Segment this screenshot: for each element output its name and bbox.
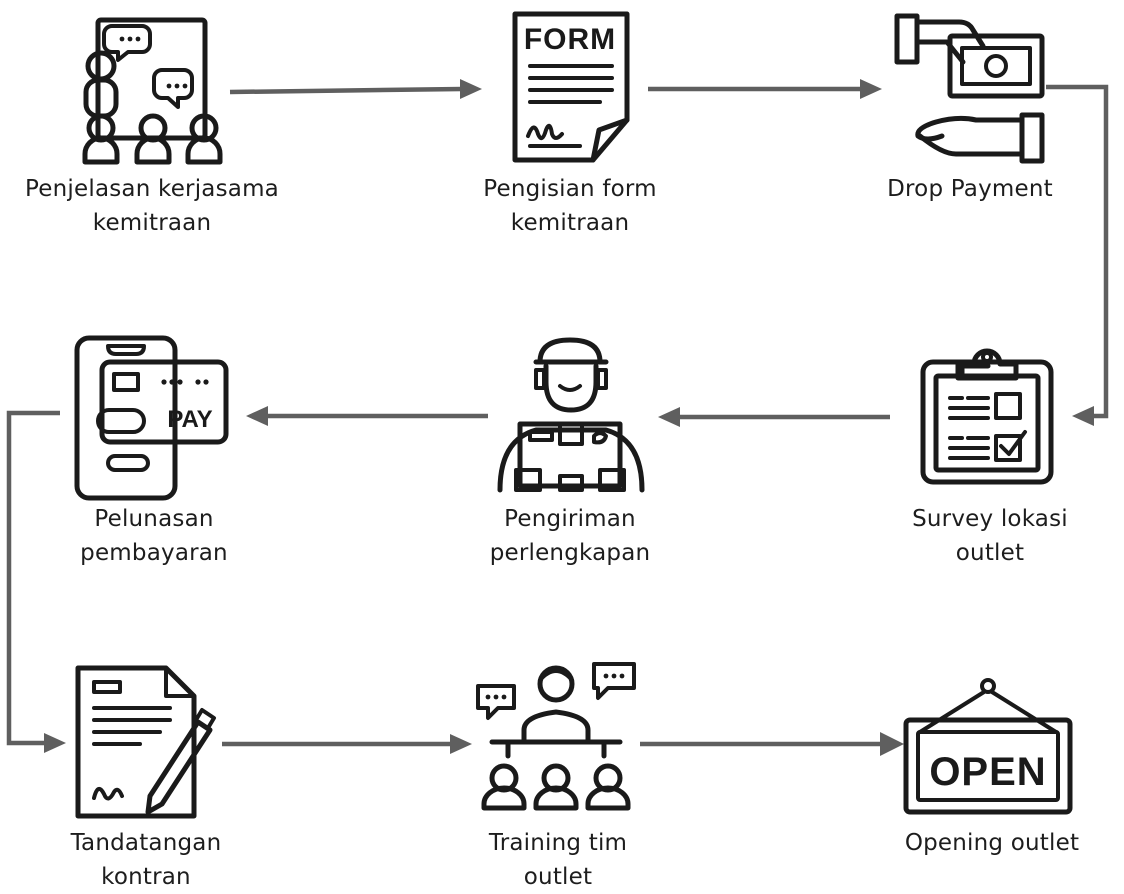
- step-5-label-line-2: perlengkapan: [489, 540, 651, 566]
- step-6-label-line-2: pembayaran: [80, 540, 228, 566]
- step-6-label: Pelunasan pembayaran: [34, 502, 274, 570]
- step-9-label: Opening outlet: [862, 826, 1122, 860]
- step-7-label: Tandatangan kontran: [26, 826, 266, 894]
- connector-3-to-4: [1046, 84, 1109, 426]
- connector-6-to-7: [6, 410, 66, 753]
- step-3-label: Drop Payment: [850, 172, 1090, 206]
- step-6-label-line-1: Pelunasan: [94, 506, 214, 532]
- training-icon: [476, 662, 636, 811]
- step-2-label-line-2: kemitraan: [510, 210, 630, 236]
- step-1-label-line-2: kemitraan: [92, 210, 212, 236]
- step-8-label: Training tim outlet: [438, 826, 678, 894]
- payment-hand-icon: [894, 13, 1045, 164]
- step-9-label-line-1: Opening outlet: [904, 830, 1080, 856]
- presentation-icon: [82, 17, 223, 165]
- step-2-label-line-1: Pengisian form: [483, 176, 657, 202]
- connector-5-to-6: [246, 406, 488, 426]
- connector-1-to-2: [229, 79, 482, 99]
- open-sign-icon: OPEN: [903, 678, 1073, 815]
- step-8-label-line-2: outlet: [523, 864, 593, 890]
- step-3-label-line-1: Drop Payment: [887, 176, 1053, 202]
- step-2-label: Pengisian form kemitraan: [440, 172, 700, 240]
- connector-4-to-5: [658, 407, 890, 427]
- step-7-label-line-2: kontran: [101, 864, 191, 890]
- step-7-label-line-1: Tandatangan: [70, 830, 222, 856]
- step-5-label: Pengiriman perlengkapan: [450, 502, 690, 570]
- clipboard-survey-icon: [920, 348, 1054, 485]
- step-1-label-line-1: Penjelasan kerjasama: [25, 176, 279, 202]
- step-8-label-line-1: Training tim: [488, 830, 628, 856]
- step-4-label-line-2: outlet: [955, 540, 1025, 566]
- delivery-courier-icon: [497, 337, 645, 493]
- step-4-label: Survey lokasi outlet: [870, 502, 1110, 570]
- form-icon: FORM: [512, 11, 630, 163]
- open-icon-text: OPEN: [929, 750, 1046, 794]
- pay-icon-text: PAY: [167, 406, 212, 433]
- step-4-label-line-1: Survey lokasi: [912, 506, 1068, 532]
- connector-8-to-9: [640, 732, 904, 756]
- connector-2-to-3: [648, 79, 882, 99]
- contract-sign-icon: [75, 665, 216, 819]
- form-icon-text: FORM: [524, 23, 616, 56]
- step-5-label-line-1: Pengiriman: [504, 506, 636, 532]
- connector-7-to-8: [222, 734, 472, 754]
- mobile-pay-icon: PAY: [74, 335, 229, 501]
- step-1-label: Penjelasan kerjasama kemitraan: [0, 172, 304, 240]
